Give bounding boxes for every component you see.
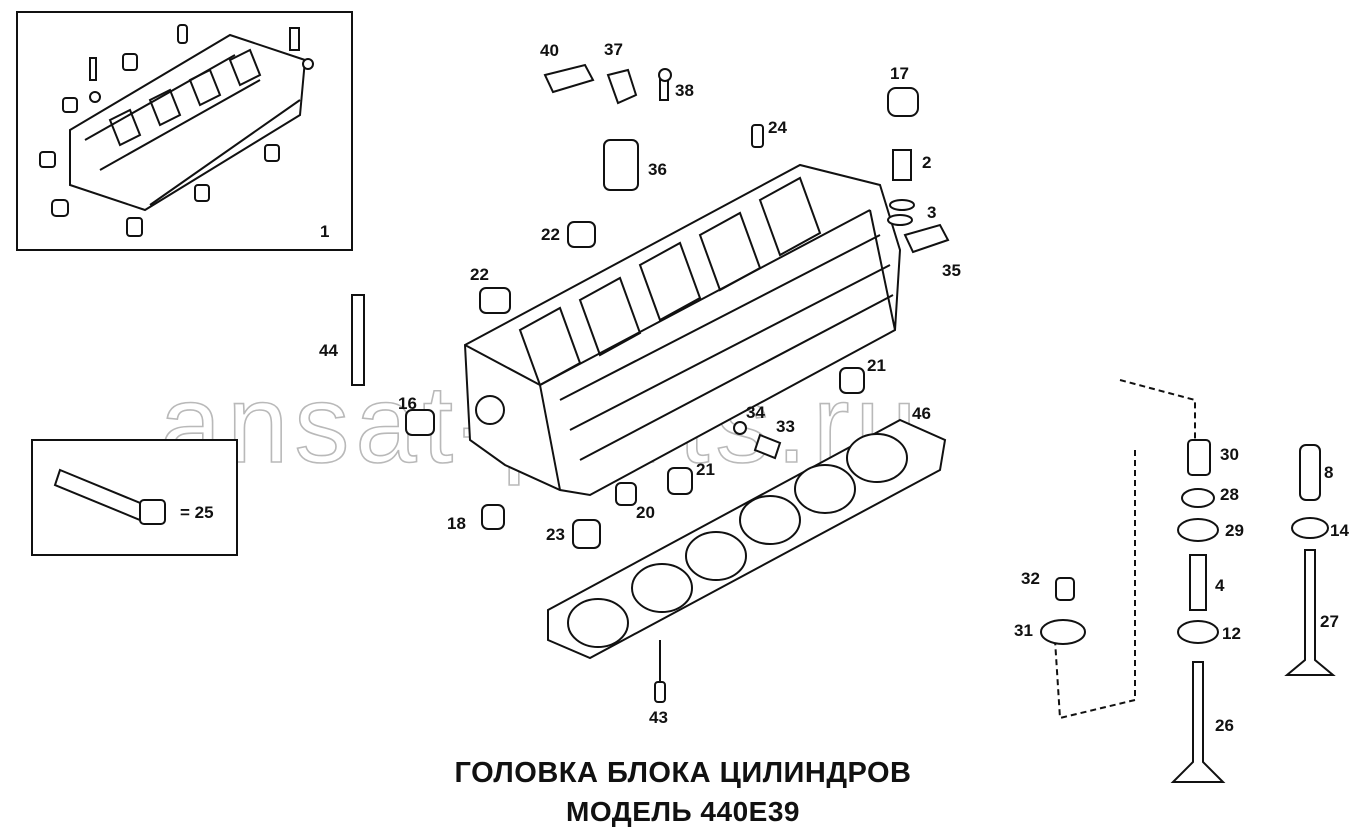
callout-22-lower: 22 [470,265,489,284]
callout-23: 23 [546,525,565,544]
callout-27: 27 [1320,612,1339,631]
callout-12: 12 [1222,624,1241,643]
callout-4: 4 [1215,576,1225,595]
callout-32: 32 [1021,569,1040,588]
callout-38: 38 [675,81,694,100]
callout-25: = 25 [180,503,214,522]
callout-30: 30 [1220,445,1239,464]
callout-16: 16 [398,394,417,413]
callout-14: 14 [1330,521,1349,540]
callout-34: 34 [746,403,765,422]
callout-21-lower: 21 [696,460,715,479]
callout-22-upper: 22 [541,225,560,244]
callout-26: 26 [1215,716,1234,735]
callout-44: 44 [319,341,338,360]
callout-28: 28 [1220,485,1239,504]
callout-21-upper: 21 [867,356,886,375]
callout-17: 17 [890,64,909,83]
callout-33: 33 [776,417,795,436]
head-gasket [547,418,947,660]
callout-29: 29 [1225,521,1244,540]
callout-40: 40 [540,41,559,60]
callout-20: 20 [636,503,655,522]
small-parts [351,63,950,703]
diagram-model: МОДЕЛЬ 440E39 [566,796,800,827]
callout-46: 46 [912,404,931,423]
callout-18: 18 [447,514,466,533]
callout-8: 8 [1324,463,1333,482]
cylinder-head [463,163,902,497]
callout-1: 1 [320,222,329,241]
callout-36: 36 [648,160,667,179]
callout-2: 2 [922,153,931,172]
callout-3: 3 [927,203,936,222]
callout-31: 31 [1014,621,1033,640]
callout-35: 35 [942,261,961,280]
diagram-title: ГОЛОВКА БЛОКА ЦИЛИНДРОВ [454,757,912,789]
inset-cylinder-head-assembly [16,11,353,251]
callout-labels: 1 2 3 4 8 12 14 16 17 18 20 21 21 22 22 … [180,40,1349,735]
valve-parts [1040,379,1336,783]
sealant-box [31,439,238,556]
callout-43: 43 [649,708,668,727]
callout-37: 37 [604,40,623,59]
callout-24: 24 [768,118,787,137]
